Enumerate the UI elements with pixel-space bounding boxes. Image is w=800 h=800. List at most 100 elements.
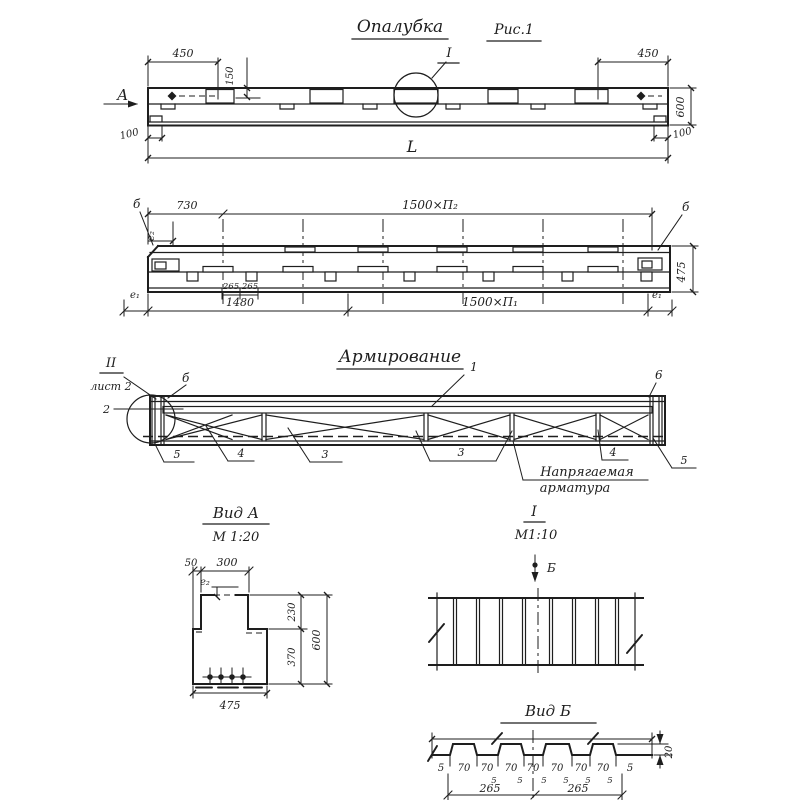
detail-mark-I: I <box>393 46 460 118</box>
dim-e1-right: е₁ <box>652 290 662 301</box>
view-a-bottom-dimension: 475 <box>189 685 271 712</box>
profile-ticks <box>449 755 617 767</box>
dim-5-small-2: 5 <box>517 776 522 786</box>
dim-265-a: 265 <box>222 282 239 292</box>
profile-break-left <box>427 745 438 762</box>
dim-5-small-5: 5 <box>585 776 590 786</box>
dim-450-left: 450 <box>172 47 194 60</box>
plan-centerlines <box>222 219 624 305</box>
view-a: Вид А М 1:20 50 300 е₂ <box>185 504 333 712</box>
dim-70-1: 70 <box>458 763 471 774</box>
dim-450-right: 450 <box>637 47 659 60</box>
note-line-1: Напрягаемая <box>539 465 634 480</box>
detail-i-title: I <box>530 504 537 520</box>
dim-5-right: 5 <box>627 763 633 774</box>
dim-5-left: 5 <box>438 763 444 774</box>
break-mark-left <box>428 623 445 643</box>
view-b-title: Вид Б <box>524 702 571 720</box>
plan-top-dimensions: 730 1500×П₂ б б е₂ <box>133 197 690 251</box>
dim-230: 230 <box>287 602 298 623</box>
pos-5-left-label: 5 <box>174 448 181 461</box>
rib-groups <box>205 88 609 104</box>
pos-6-left-label: б <box>182 371 190 385</box>
pos-3-right-label: 3 <box>458 446 465 459</box>
view-a-top-dimensions: 50 300 е₂ <box>185 556 254 631</box>
dim-370: 370 <box>287 647 298 667</box>
dim-70-2: 70 <box>481 763 494 774</box>
dim-100-left: 100 <box>119 127 141 142</box>
pos-6-right-label: 6 <box>655 368 663 382</box>
reinforcement-view: Армирование <box>90 347 697 496</box>
dim-265-b: 265 <box>241 282 258 292</box>
flange-bracket-marks <box>160 103 658 110</box>
dim-600: 600 <box>674 97 687 118</box>
dim-20: 20 <box>664 745 675 759</box>
section-outline <box>192 594 268 685</box>
dim-265-pair: 265 265 <box>221 282 259 300</box>
dim-5-small-6: 5 <box>607 776 612 786</box>
plan-bottom-dimensions: е₁ 1480 1500×П₁ е₁ 265 265 <box>119 282 677 317</box>
view-a-right-dimensions: 230 370 600 <box>249 591 333 688</box>
break-mark-right <box>626 634 643 654</box>
prestressed-note: Напрягаемая арматура <box>512 440 649 496</box>
dim-run-top: 1500×П₂ <box>402 198 458 212</box>
dim-50: 50 <box>185 558 198 569</box>
plan-view: 730 1500×П₂ б б е₂ 475 <box>119 197 699 317</box>
detail-mark-II: II лист 2 <box>90 356 176 444</box>
dim-150: 150 <box>225 66 236 86</box>
rib-profile <box>431 743 653 756</box>
detail-i-view: I М1:10 Б <box>428 504 644 676</box>
detail-ribs <box>452 597 620 666</box>
sheet-note: лист 2 <box>90 380 131 393</box>
plan-height-dimension: 475 <box>671 242 699 296</box>
detail-II-label: II <box>105 356 117 371</box>
dim-70-5: 70 <box>551 763 564 774</box>
dim-5-small-1: 5 <box>491 776 496 786</box>
embedded-part-left <box>151 258 180 272</box>
dim-600-view-a: 600 <box>310 630 323 651</box>
view-a-arrow-label: А <box>116 86 128 104</box>
dim-5-small-4: 5 <box>563 776 568 786</box>
dim-475-plan: 475 <box>675 262 688 284</box>
view-b-bottom-dimension: 265 265 <box>443 773 627 800</box>
dim-run-bottom: 1500×П₁ <box>462 295 518 309</box>
formwork-title: Опалубка <box>357 17 443 37</box>
formwork-view: Опалубка Рис.1 <box>103 17 697 164</box>
note-line-2: арматура <box>540 481 611 496</box>
pos-3-left-label: 3 <box>322 448 329 461</box>
formwork-dimensions: 450 150 А 450 600 100 100 L <box>103 47 697 164</box>
dim-70-7: 70 <box>597 763 610 774</box>
pos-4-right-label: 4 <box>609 446 617 459</box>
dim-overall-length: L <box>406 137 418 156</box>
section-b-label: Б <box>546 561 556 575</box>
pos-4-left-label: 4 <box>237 447 245 460</box>
lifting-loop-right <box>636 91 662 101</box>
view-a-scale: М 1:20 <box>212 530 260 545</box>
formwork-beam-outline <box>147 87 669 127</box>
dim-e2-plan: е₂ <box>146 231 157 241</box>
pos-embed-left-label: б <box>133 197 141 211</box>
dim-265-view-b-a: 265 <box>479 782 501 795</box>
section-b-arrow: Б <box>531 554 556 582</box>
detail-I-label: I <box>445 46 452 61</box>
dim-5-small-3: 5 <box>541 776 546 786</box>
pos-2-label: 2 <box>102 403 110 416</box>
reinforcement-title: Армирование <box>338 347 461 367</box>
dim-475-view-a: 475 <box>219 699 241 712</box>
dim-70-3: 70 <box>505 763 518 774</box>
detail-i-scale: М1:10 <box>514 528 558 543</box>
top-plate <box>162 405 653 414</box>
figure-reference: Рис.1 <box>493 22 534 38</box>
strand-dots <box>202 667 252 685</box>
dim-1480: 1480 <box>226 296 254 309</box>
dim-70-4: 70 <box>527 763 540 774</box>
pos-5-right-label: 5 <box>681 454 688 467</box>
segment-labels: 5 70 70 70 70 70 70 70 5 5 5 5 5 5 5 <box>438 763 633 786</box>
pos-1-label: 1 <box>470 360 478 374</box>
detail-i-drawing <box>428 588 644 676</box>
dim-730: 730 <box>177 199 198 212</box>
dim-e2-view-a: е₂ <box>200 577 210 588</box>
position-callouts: 1 2 б 6 5 4 3 3 4 5 <box>102 360 697 469</box>
